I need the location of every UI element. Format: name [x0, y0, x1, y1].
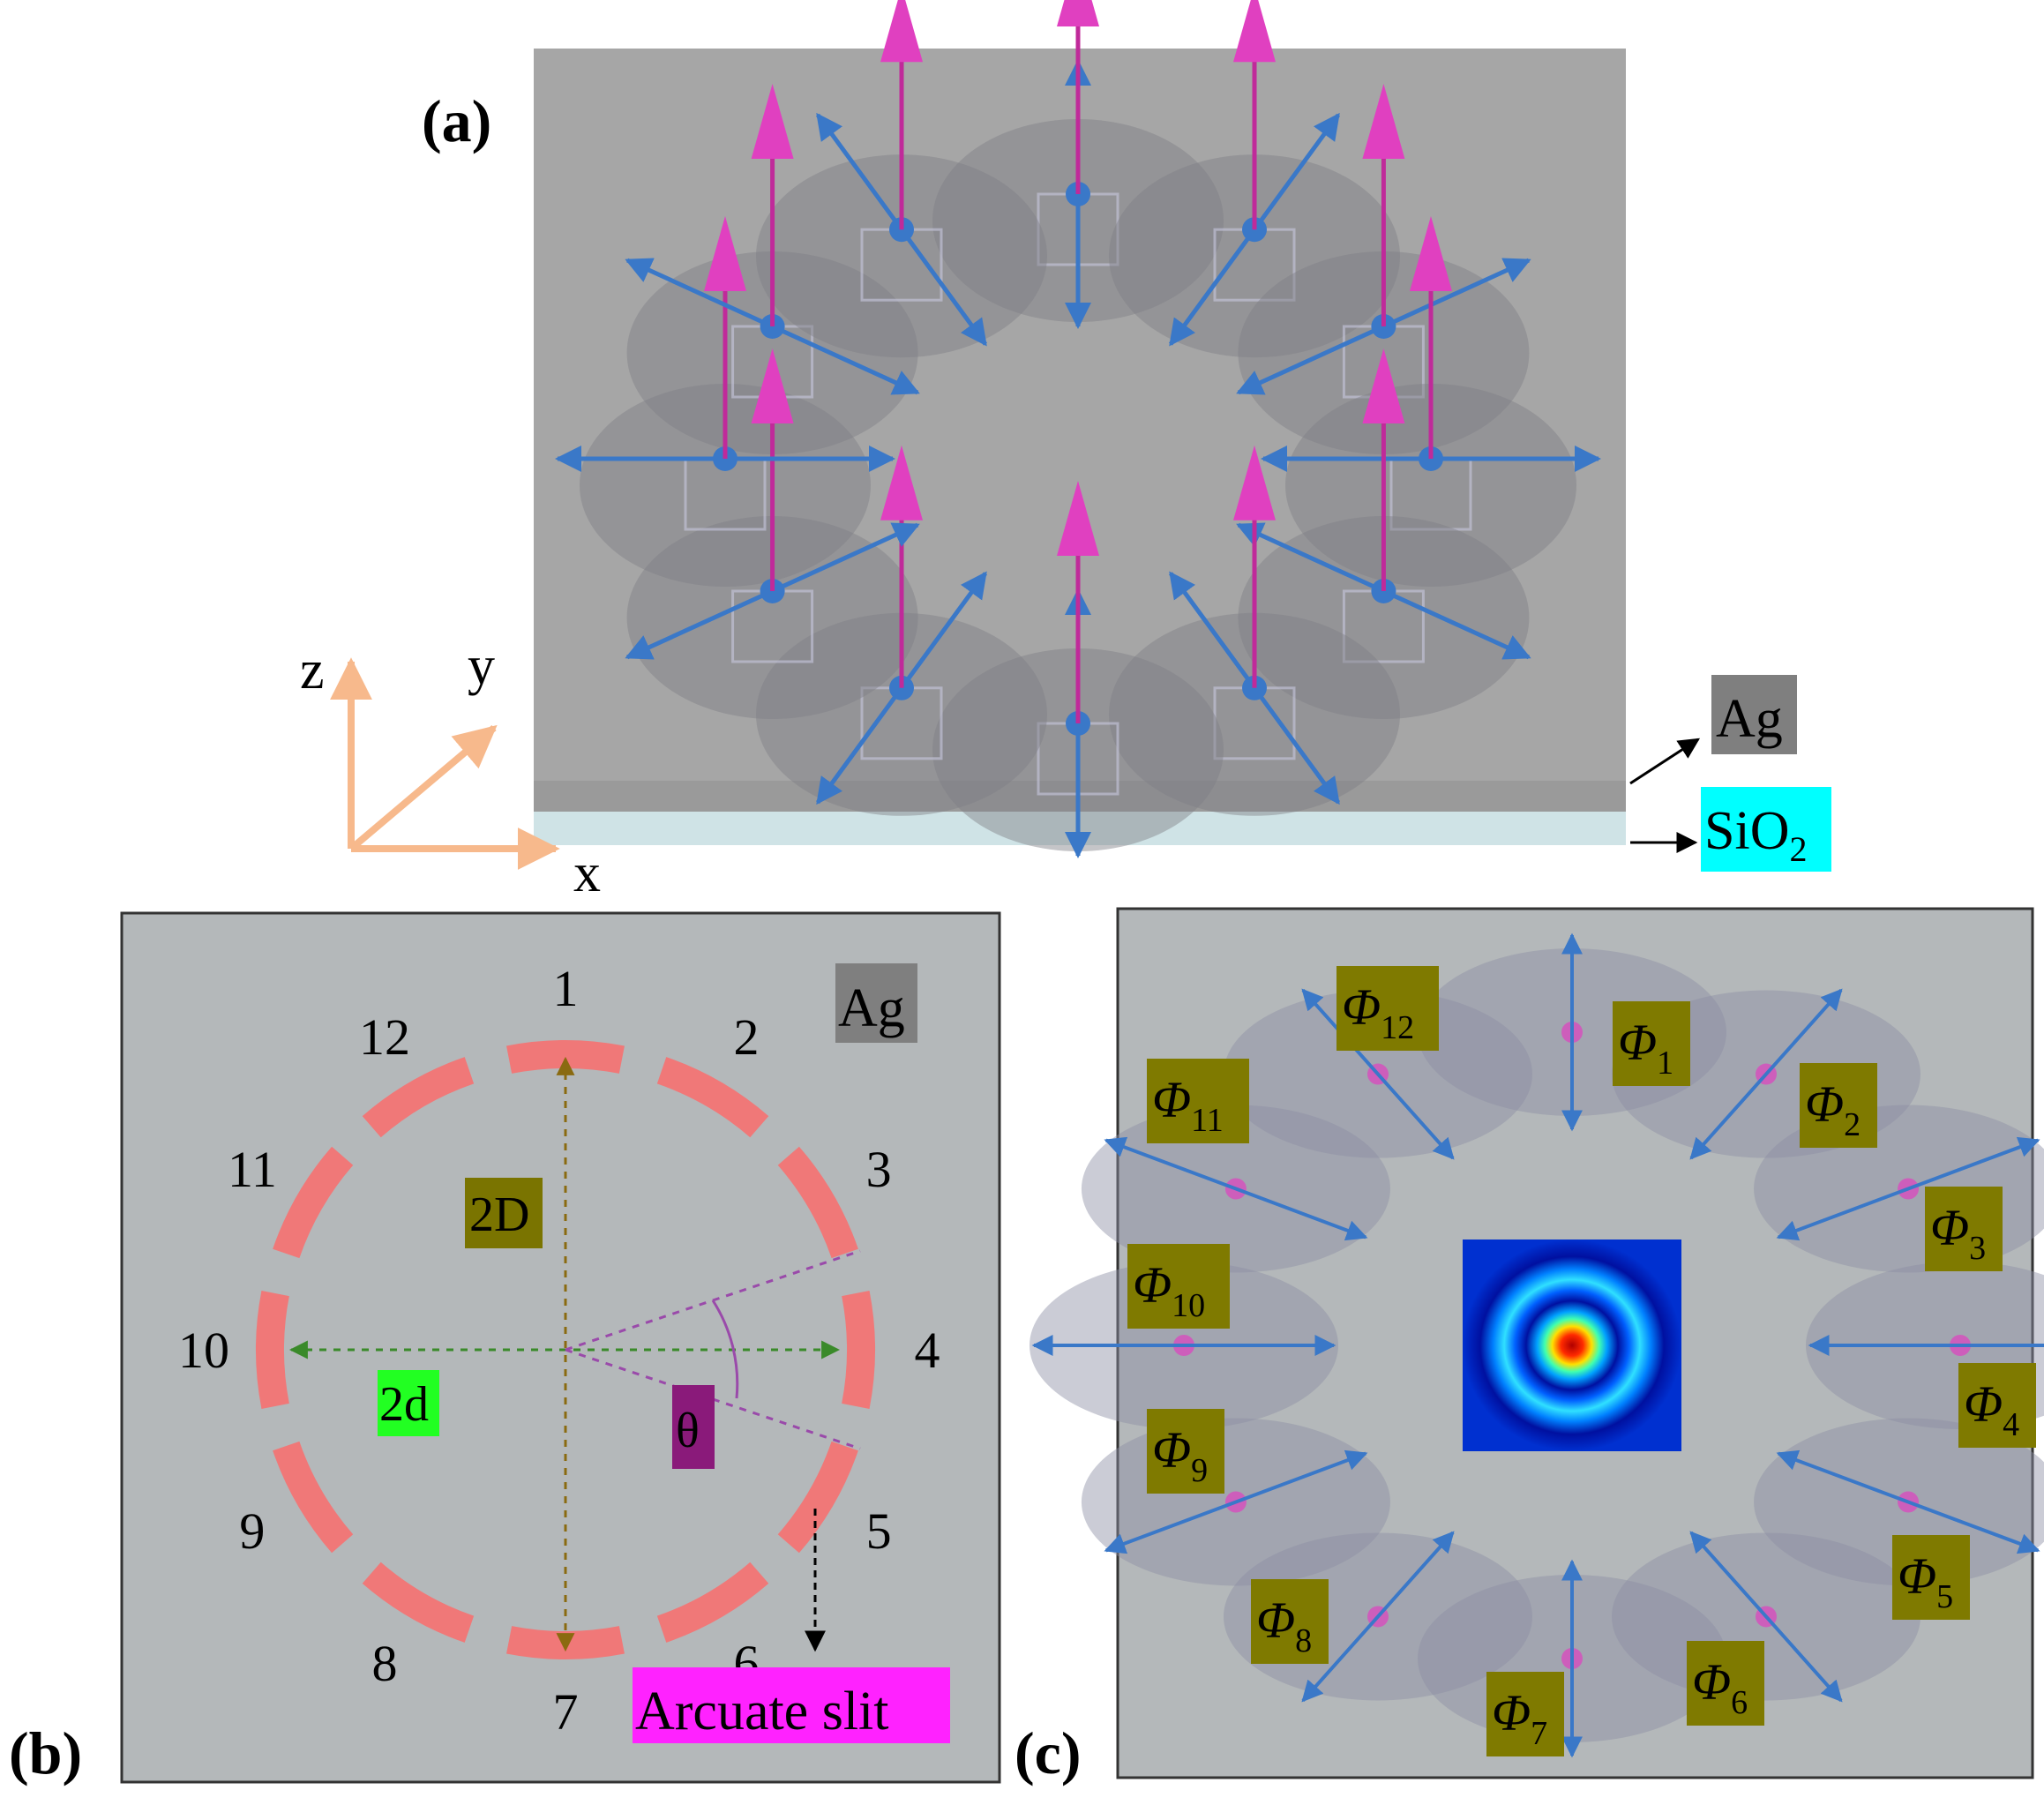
slit-number: 9 — [239, 1502, 265, 1560]
phase-label-box — [1687, 1641, 1764, 1726]
polarization-arrow — [1776, 1136, 2040, 1241]
panel-a: (a) z y x Ag SiO2 — [300, 0, 1831, 903]
slit-number: 10 — [178, 1322, 229, 1379]
arcuate-slits — [256, 1040, 875, 1659]
phase-label: Φ7 — [1492, 1684, 1547, 1752]
phase-label-box — [1251, 1579, 1329, 1664]
phase-label: Φ11 — [1152, 1071, 1224, 1139]
slit-number: 4 — [915, 1322, 940, 1379]
slit-number: 8 — [372, 1635, 398, 1692]
phase-label: Φ1 — [1618, 1014, 1673, 1082]
ag-callout-box — [1711, 675, 1797, 754]
arcuate-slit — [362, 1562, 475, 1643]
phase-label-box — [1127, 1244, 1230, 1329]
polarization-arrow — [1104, 1449, 1368, 1554]
arcuate-slit — [777, 1441, 858, 1554]
arcuate-slit — [656, 1562, 769, 1643]
vertical-dipole-head — [1057, 0, 1099, 26]
phase-label: Φ6 — [1692, 1653, 1748, 1721]
slit-number: 3 — [866, 1141, 892, 1198]
phase-label: Φ4 — [1964, 1375, 2019, 1443]
arcuate-slit — [656, 1057, 769, 1138]
slit-number: 1 — [553, 960, 579, 1017]
vertical-dipole-head — [1233, 445, 1276, 521]
panel-c-label: (c) — [1015, 1719, 1081, 1786]
arcuate-slit — [842, 1291, 875, 1409]
vertical-dipole-head — [1057, 481, 1099, 556]
slit-number: 12 — [359, 1008, 410, 1066]
polarization-arrow — [1689, 988, 1843, 1160]
coordinate-axes: z y x — [300, 636, 601, 903]
x-axis-label: x — [573, 843, 601, 903]
vertical-dipole-head — [880, 445, 923, 521]
panel-b-ag-box — [835, 963, 917, 1043]
phase-label: Φ2 — [1805, 1075, 1861, 1143]
arcuate-slit — [362, 1057, 475, 1138]
arcuate-slit — [273, 1441, 354, 1554]
label-2D: 2D — [469, 1187, 529, 1242]
theta-label: θ — [676, 1404, 700, 1458]
phase-label-box — [1147, 1409, 1224, 1494]
panel-a-label: (a) — [422, 87, 491, 154]
arcuate-label: Arcuate slit — [635, 1681, 889, 1741]
arcuate-box — [633, 1667, 950, 1743]
polarization-arrow — [1689, 1531, 1843, 1703]
phase-label: Φ3 — [1930, 1199, 1986, 1267]
polarization-arrow — [1104, 1136, 1368, 1241]
phase-label-box — [1800, 1063, 1877, 1148]
theta-box — [672, 1385, 715, 1469]
phase-label-box — [1958, 1363, 2036, 1448]
label-2d: 2d — [379, 1377, 429, 1432]
theta-arc — [711, 1299, 739, 1399]
slit-number: 5 — [866, 1502, 892, 1560]
sio2-callout-box — [1701, 787, 1831, 872]
label-2D-box — [465, 1178, 543, 1248]
phase-label: Φ5 — [1898, 1547, 1953, 1615]
vertical-dipole-head — [1362, 348, 1405, 423]
y-axis — [348, 724, 498, 852]
phase-label-box — [1486, 1672, 1564, 1756]
arcuate-slit — [256, 1291, 289, 1409]
vertical-dipole-head — [1410, 216, 1452, 291]
vertical-dipole-head — [1362, 84, 1405, 159]
arcuate-slit — [777, 1146, 858, 1259]
phase-label-box — [1613, 1001, 1690, 1086]
ag-callout: Ag — [1716, 689, 1783, 749]
polarization-arrow — [1301, 988, 1455, 1160]
y-axis-label: y — [468, 636, 495, 696]
panel-c-arrows — [1031, 932, 2044, 1758]
phase-label-box — [1925, 1187, 2003, 1271]
phase-label: Φ8 — [1256, 1592, 1312, 1659]
phase-label-box — [1892, 1535, 1970, 1620]
phase-label-box — [1147, 1059, 1249, 1143]
slit-number: 7 — [553, 1683, 579, 1741]
sio2-callout: SiO2 — [1704, 801, 1807, 869]
focal-spot-image — [1463, 1240, 1681, 1451]
label-2d-box — [378, 1370, 439, 1436]
vertical-dipole-head — [1233, 0, 1276, 63]
phase-label: Φ10 — [1133, 1256, 1205, 1324]
slit-number: 11 — [228, 1141, 277, 1198]
slit-number: 2 — [734, 1008, 760, 1066]
ag-pointer — [1629, 738, 1701, 785]
phase-label: Φ9 — [1152, 1421, 1208, 1489]
dipole-arrows — [555, 0, 1601, 858]
arcuate-slit — [506, 1040, 625, 1074]
phase-label: Φ12 — [1342, 978, 1414, 1046]
panel-b-label: (b) — [9, 1719, 82, 1786]
panel-b-ag-label: Ag — [838, 978, 905, 1038]
arcuate-slit — [273, 1146, 354, 1259]
z-axis-label: z — [300, 640, 325, 700]
vertical-dipole-head — [751, 84, 794, 159]
polarization-arrow — [1301, 1531, 1455, 1703]
phase-label-box — [1336, 966, 1439, 1051]
vertical-dipole-head — [880, 0, 923, 63]
polarization-arrow — [1776, 1449, 2040, 1554]
